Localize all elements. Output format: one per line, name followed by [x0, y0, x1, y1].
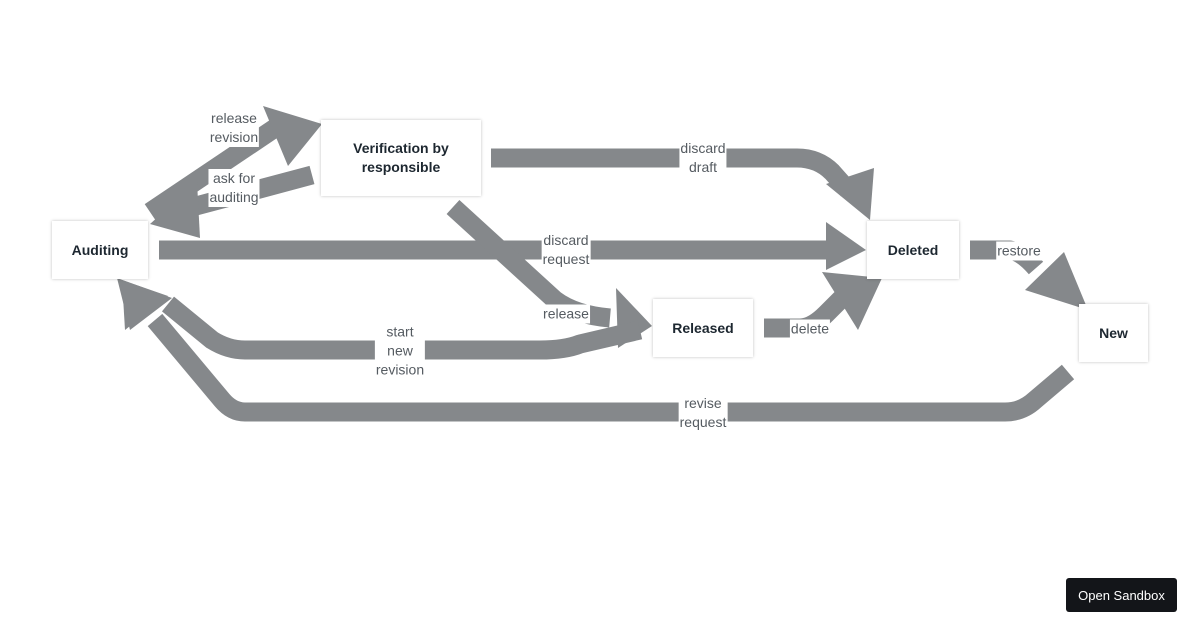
- edge-label-release-revision: release revision: [208, 109, 260, 147]
- edge-label-ask-for-auditing: ask for auditing: [208, 169, 260, 207]
- edge-label-delete: delete: [789, 319, 831, 339]
- edge-label-release: release: [542, 304, 590, 324]
- arrowhead-restore: [1025, 252, 1088, 310]
- edge-discard-draft: [491, 148, 856, 197]
- node-new[interactable]: New: [1079, 304, 1148, 362]
- arrowhead-delete: [822, 272, 882, 330]
- node-released[interactable]: Released: [653, 299, 753, 357]
- open-sandbox-button[interactable]: Open Sandbox: [1066, 578, 1177, 612]
- arrowhead-release-revision: [263, 106, 322, 166]
- arrowhead-ask-for-auditing: [150, 182, 200, 238]
- node-deleted[interactable]: Deleted: [867, 221, 959, 279]
- edge-label-discard-request: discard request: [541, 231, 591, 269]
- edge-label-revise-request: revise request: [678, 394, 728, 432]
- edge-label-restore: restore: [996, 241, 1042, 261]
- arrowhead-discard-request: [826, 222, 866, 270]
- edge-label-discard-draft: discard draft: [679, 139, 727, 177]
- edge-label-start-new-revision: start new revision: [374, 322, 426, 380]
- arrowhead-revise-request: [122, 280, 168, 330]
- arrowhead-discard-draft: [826, 168, 874, 220]
- node-auditing[interactable]: Auditing: [52, 221, 148, 279]
- node-verification-by-responsible[interactable]: Verification by responsible: [321, 120, 481, 196]
- edge-revise-request: [147, 313, 1075, 422]
